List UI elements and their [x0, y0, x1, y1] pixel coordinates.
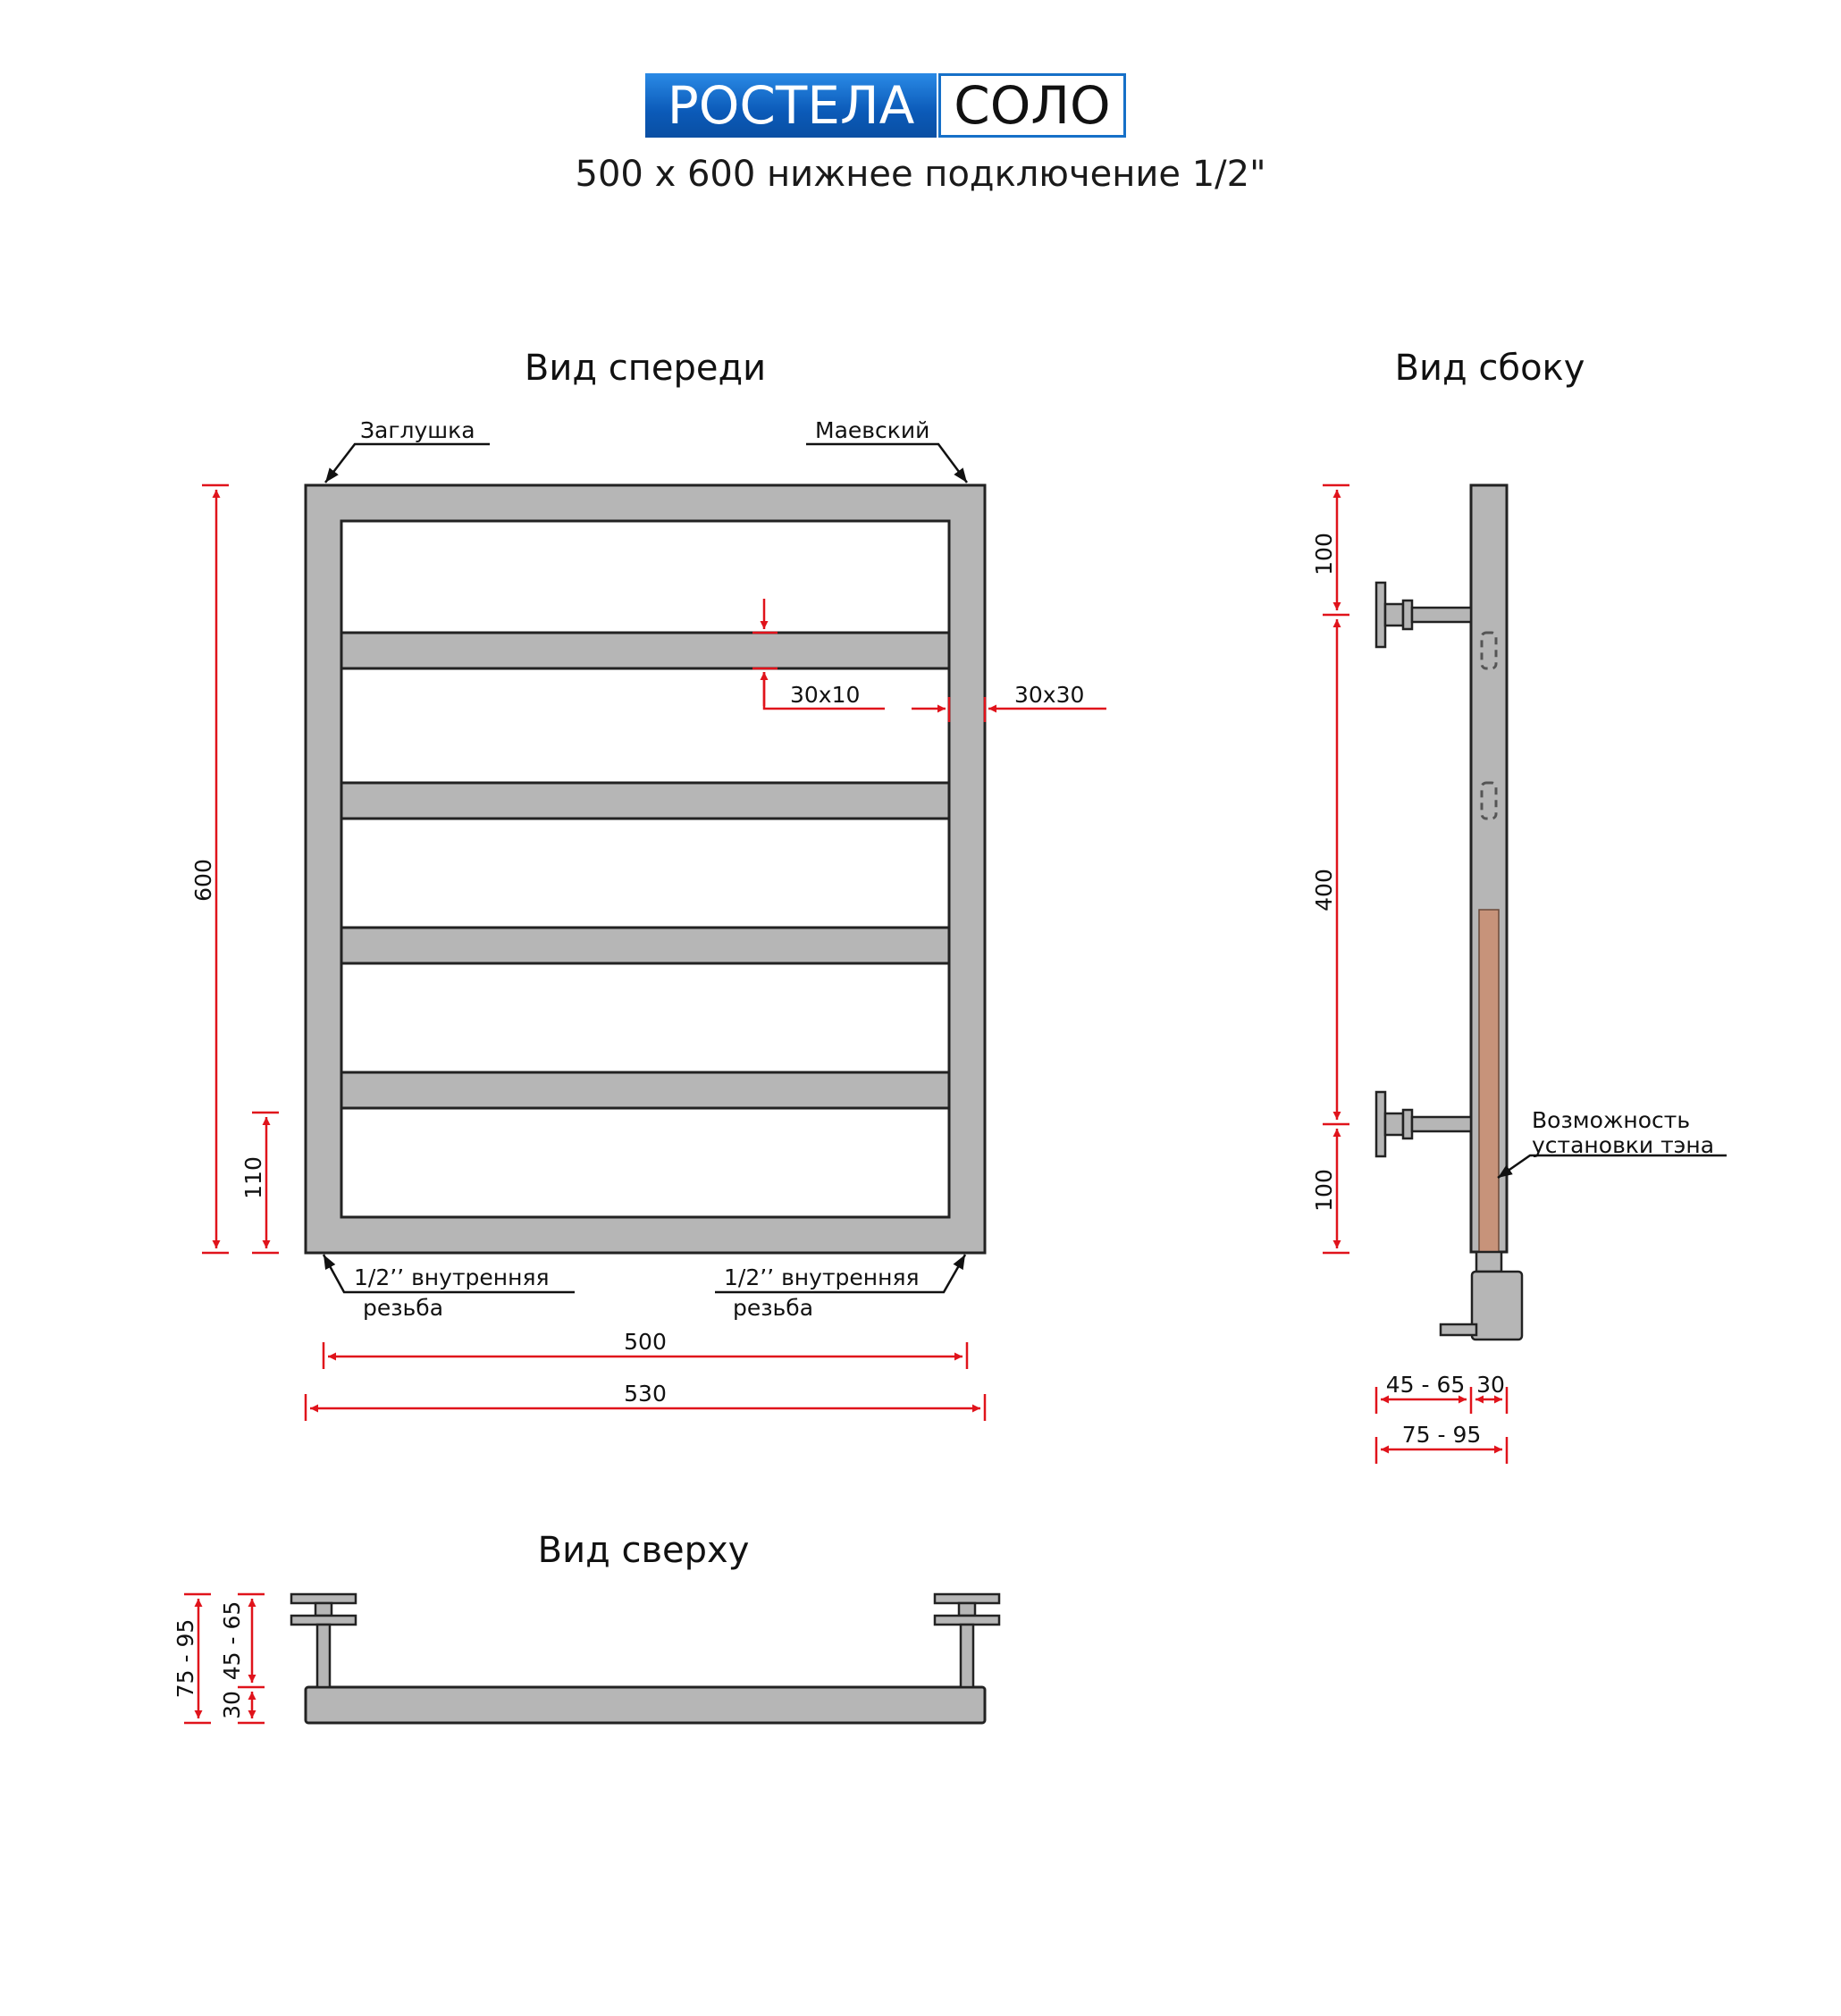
- dim-bottom-label: 110: [240, 1156, 266, 1199]
- callout-thread-right: 1/2’’ внутренняя резьба: [715, 1254, 967, 1321]
- dim-frame-label: 30x30: [1014, 682, 1084, 708]
- wall-mount-bottom: [1374, 1090, 1473, 1158]
- rung-1: [340, 631, 951, 670]
- top-view-title: Вид сверху: [538, 1530, 750, 1571]
- dim-side-depth-label: 75 - 95: [1402, 1422, 1482, 1448]
- dim-side-horizontal: [1374, 1387, 1509, 1464]
- label-plug: Заглушка: [360, 417, 475, 443]
- top-mount-left: [290, 1592, 357, 1689]
- heater-element: [1478, 909, 1500, 1253]
- callout-valve: Маевский: [806, 417, 969, 483]
- label-thread-left-2: резьба: [363, 1295, 443, 1321]
- dim-bar-label: 30x10: [790, 682, 860, 708]
- side-view: Вид сбоку: [1311, 348, 1727, 1464]
- dim-axis: [322, 1342, 969, 1369]
- dim-top-wallgap-label: 45 - 65: [219, 1601, 245, 1681]
- dim-side-bottom-label: 100: [1311, 1169, 1337, 1212]
- callout-heater: Возможность установки тэна: [1497, 1107, 1727, 1180]
- model-name: СОЛО: [938, 73, 1126, 138]
- dim-top-vertical: [184, 1592, 265, 1725]
- side-view-title: Вид сбоку: [1395, 348, 1585, 389]
- heater-body: [1439, 1250, 1524, 1341]
- heater-label-2: установки тэна: [1532, 1132, 1714, 1158]
- dim-frame: [912, 697, 1106, 722]
- top-view: Вид сверху 75 - 95 45 -: [172, 1530, 1001, 1725]
- callout-thread-left: 1/2’’ внутренняя резьба: [322, 1254, 575, 1321]
- dim-bar: [752, 599, 885, 710]
- label-thread-left-1: 1/2’’ внутренняя: [354, 1264, 550, 1290]
- dim-side-vertical: [1323, 483, 1349, 1255]
- label-thread-right-2: резьба: [733, 1295, 813, 1321]
- dim-axis-label: 500: [624, 1329, 667, 1355]
- dim-width-label: 530: [624, 1381, 667, 1407]
- dim-side-top-label: 100: [1311, 533, 1337, 575]
- front-view-title: Вид спереди: [525, 348, 766, 389]
- dim-top-pipe-label: 30: [219, 1691, 245, 1719]
- dim-side-pipe-label: 30: [1476, 1372, 1505, 1398]
- dim-side-middle-label: 400: [1311, 869, 1337, 911]
- dim-height: [202, 483, 229, 1255]
- label-thread-right-1: 1/2’’ внутренняя: [724, 1264, 920, 1290]
- dim-width: [304, 1394, 987, 1421]
- dim-side-wallgap-label: 45 - 65: [1386, 1372, 1466, 1398]
- wall-mount-top: [1374, 581, 1473, 649]
- heater-label-1: Возможность: [1532, 1107, 1690, 1133]
- radiator-frame: [304, 483, 987, 1255]
- dim-bottom: [252, 1111, 279, 1255]
- dim-top-depth-label: 75 - 95: [172, 1619, 198, 1699]
- brand-logo: РОСТЕЛА: [645, 73, 937, 138]
- page-subtitle: 500 x 600 нижнее подключение 1/2": [575, 154, 1266, 195]
- top-bar: [304, 1685, 987, 1725]
- front-view: Вид спереди Заглушка Маевский 1/2’’ внут…: [190, 348, 1106, 1421]
- callout-plug: Заглушка: [324, 417, 490, 483]
- dim-height-label: 600: [190, 859, 216, 902]
- label-valve: Маевский: [815, 417, 929, 443]
- rung-4: [340, 1071, 951, 1110]
- rung-2: [340, 781, 951, 820]
- rung-3: [340, 926, 951, 965]
- top-mount-right: [933, 1592, 1001, 1689]
